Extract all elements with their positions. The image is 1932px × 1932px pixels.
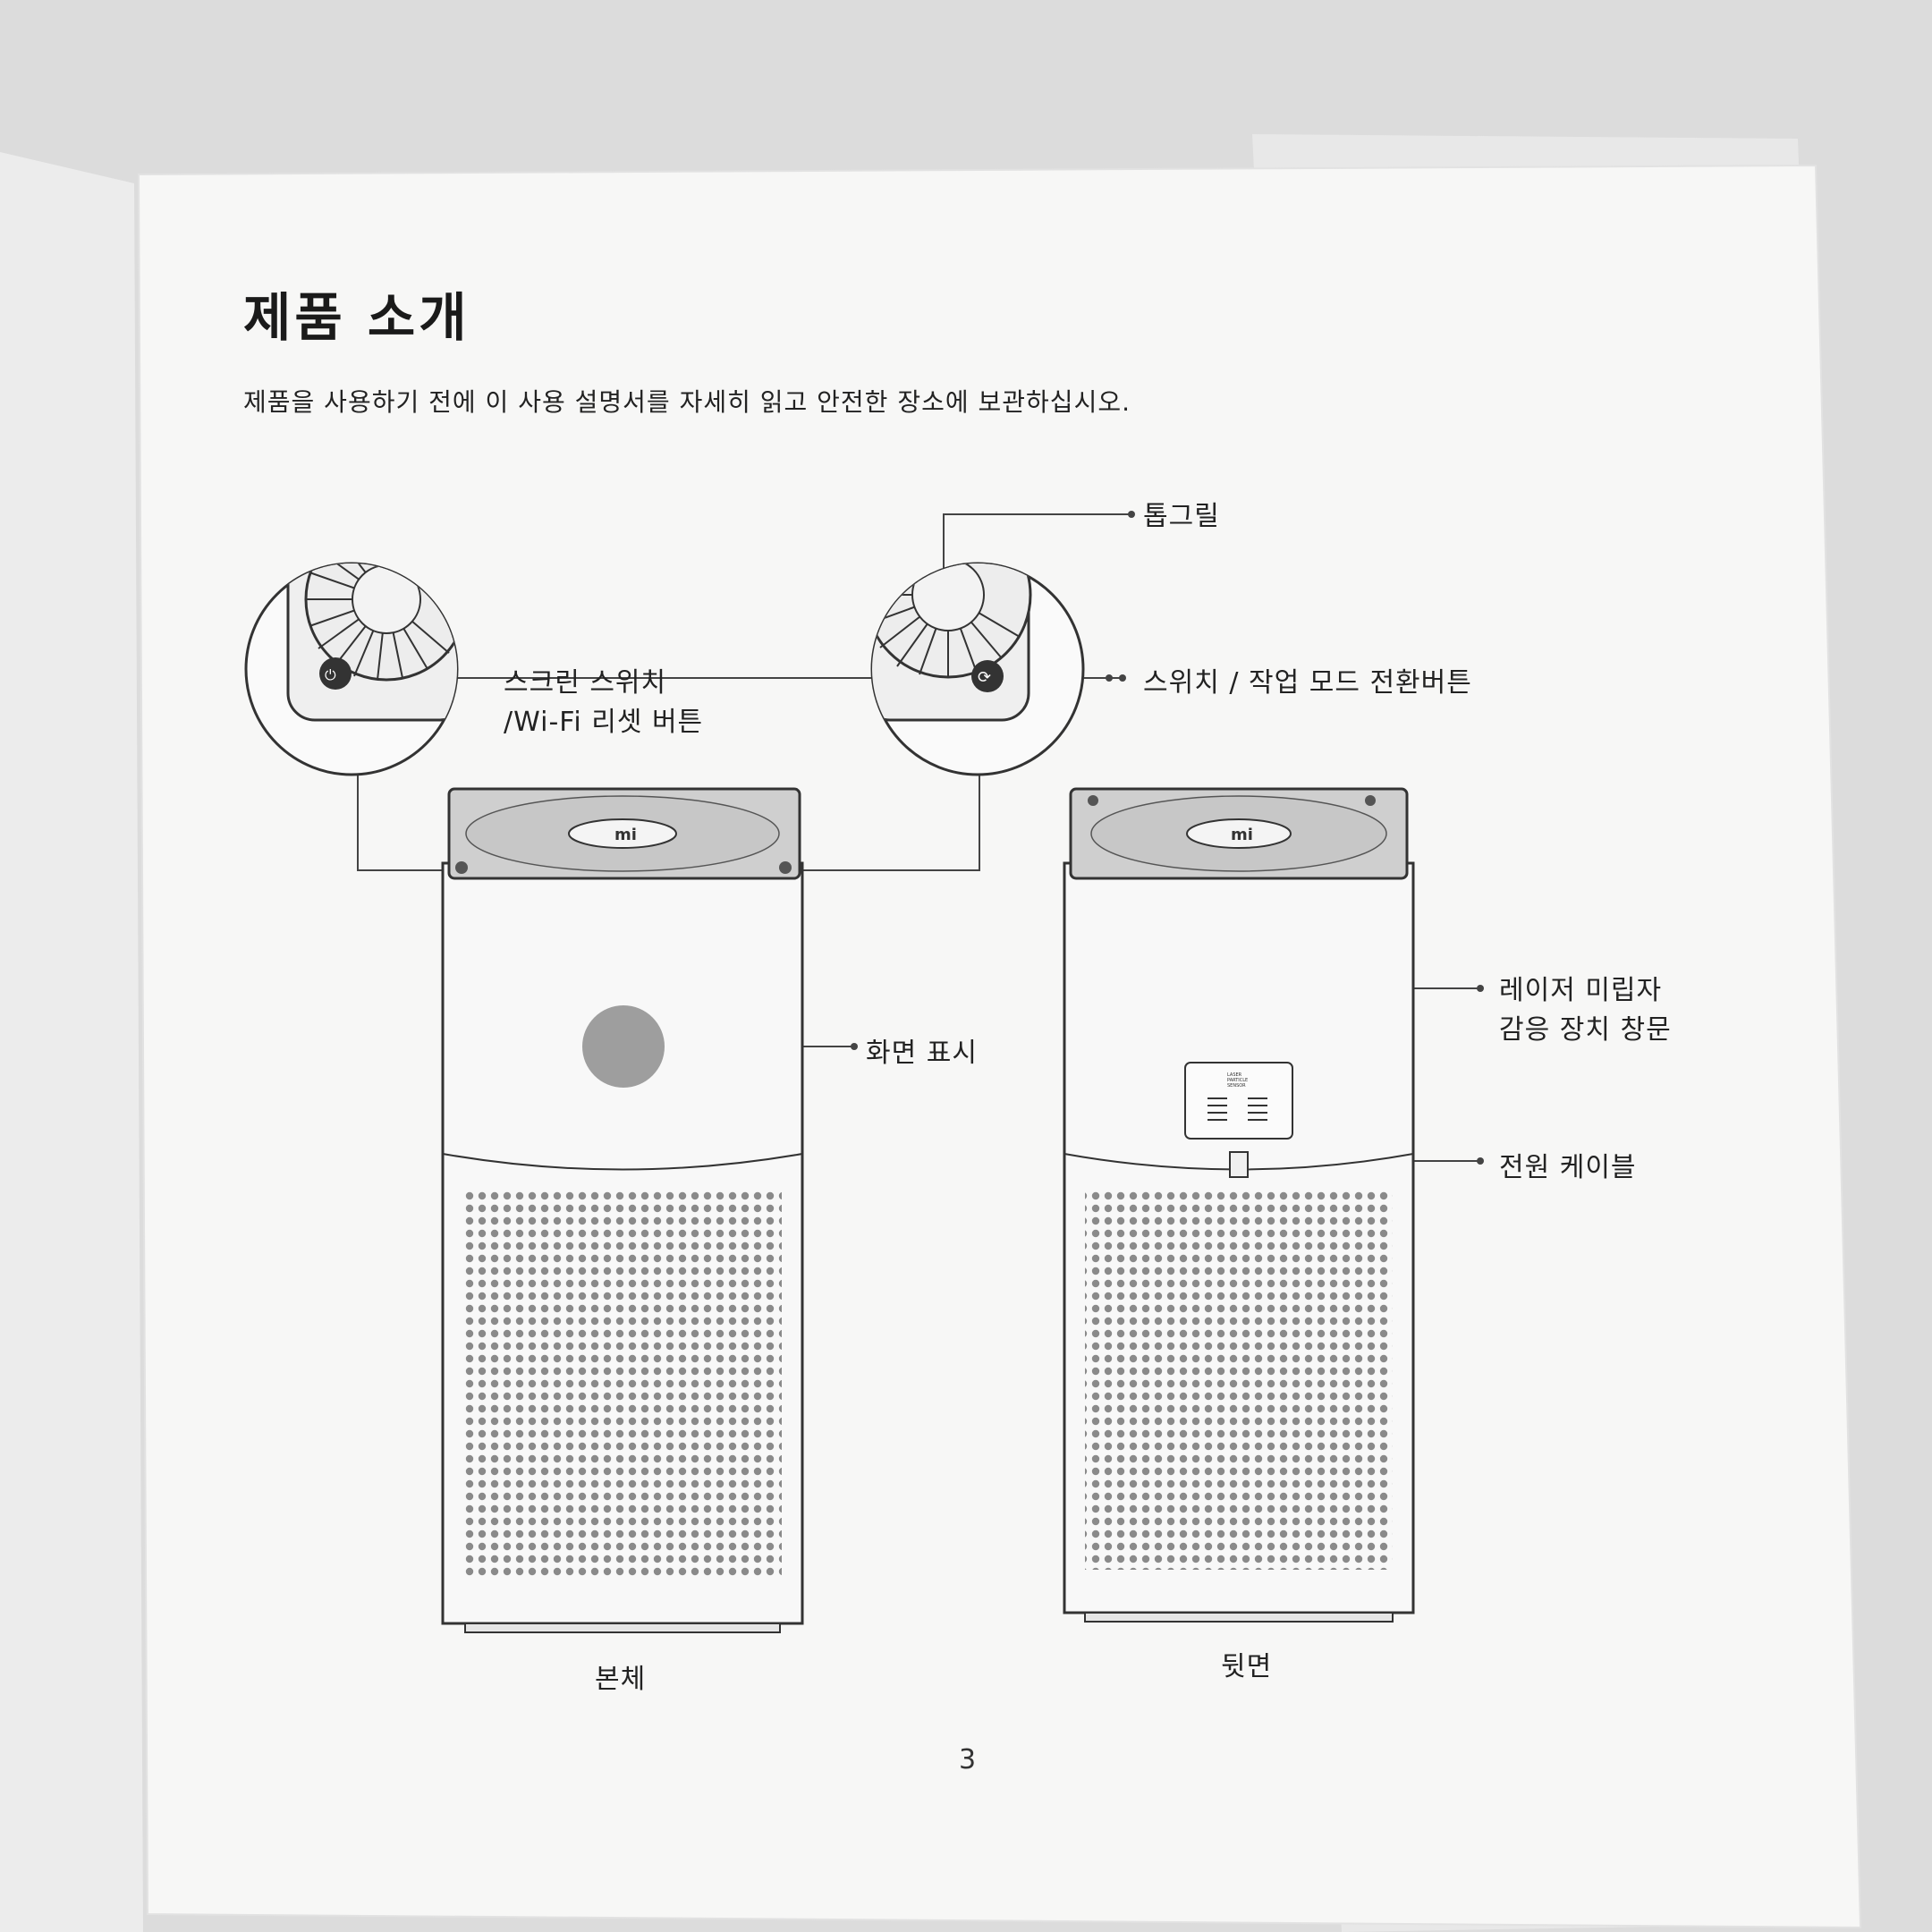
zoom-detail-left [244, 562, 459, 776]
label-power-cable: 전원 케이블 [1499, 1152, 1637, 1183]
screen-switch-icon: ⏻ [325, 666, 336, 683]
page-intro: 제품을 사용하기 전에 이 사용 설명서를 자세히 읽고 안전한 장소에 보관하… [243, 387, 1131, 417]
label-top-grill: 톱그릴 [1143, 501, 1220, 532]
main-page [137, 164, 1862, 1929]
mi-logo-front: mi [614, 826, 637, 844]
page-title: 제품 소개 [243, 287, 470, 348]
label-laser-sensor-line2: 감응 장치 창문 [1499, 1014, 1672, 1046]
caption-back: 뒷면 [1221, 1651, 1273, 1682]
callout-dots [851, 511, 1484, 1165]
sensor-badge-line2: PARTICLE [1227, 1078, 1248, 1083]
mi-logo-back: mi [1231, 826, 1253, 844]
mode-switch-icon: ⟳ [978, 668, 991, 687]
label-laser-sensor-line1: 레이저 미립자 [1499, 975, 1663, 1006]
label-mode-switch: 스위치 / 작업 모드 전환버튼 [1143, 667, 1472, 699]
caption-front: 본체 [595, 1664, 647, 1695]
sensor-badge-line3: SENSOR [1227, 1083, 1246, 1089]
label-screen-switch-line1: 스크린 스위치 [504, 667, 667, 699]
purifier-back [1063, 787, 1415, 1623]
label-screen-switch: 스크린 스위치 /Wi-Fi 리셋 버튼 [504, 660, 703, 739]
label-laser-sensor: 레이저 미립자 감응 장치 창문 [1499, 968, 1672, 1046]
purifier-front [441, 787, 804, 1633]
sensor-badge-line1: LASER [1227, 1072, 1242, 1078]
label-screen-switch-line2: /Wi-Fi 리셋 버튼 [504, 707, 704, 738]
page-number: 3 [959, 1744, 977, 1775]
label-display: 화면 표시 [866, 1038, 978, 1069]
left-page-edge [0, 152, 143, 1932]
